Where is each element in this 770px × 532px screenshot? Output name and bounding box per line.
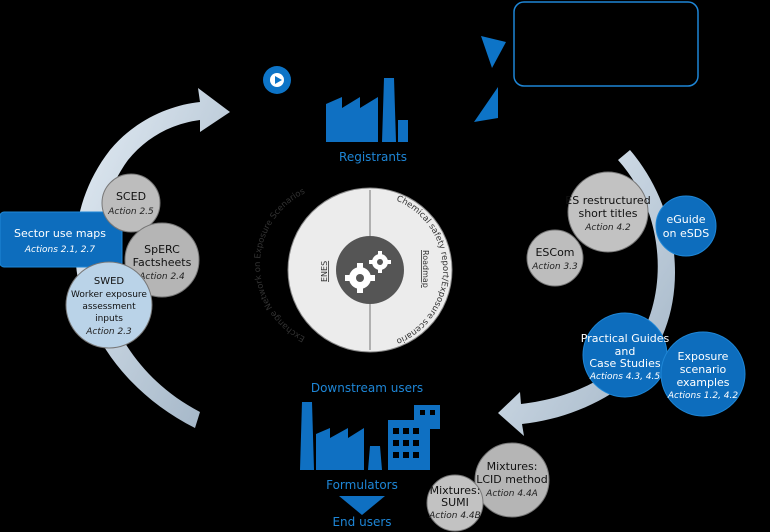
practical-actions: Actions 4.3, 4.5 bbox=[589, 372, 661, 382]
swed-actions: Action 2.3 bbox=[85, 327, 132, 337]
sumi-title2: SUMI bbox=[441, 496, 469, 509]
es-titles-title2: short titles bbox=[578, 207, 637, 220]
down-arrow-icon bbox=[339, 496, 385, 515]
bubble-es-examples: Exposure scenario examples Actions 1.2, … bbox=[660, 331, 746, 417]
es-examples-title2: scenario bbox=[680, 363, 727, 376]
bubble-eguide: eGuide on eSDS bbox=[655, 195, 717, 257]
eguide-title2: on eSDS bbox=[663, 227, 709, 240]
bubble-swed: SWED Worker exposure assessment inputs A… bbox=[65, 261, 153, 349]
practical-title1: Practical Guides bbox=[581, 332, 670, 345]
sector-actions: Actions 2.1, 2.7 bbox=[24, 245, 96, 255]
eguide-title1: eGuide bbox=[666, 213, 705, 226]
practical-title3: Case Studies bbox=[589, 357, 660, 370]
hub: Exchange Network on Exposure Scenarios C… bbox=[253, 186, 453, 353]
pointer-top-icon bbox=[481, 36, 506, 68]
downstream-users-label: Downstream users bbox=[310, 381, 424, 395]
registrants-label: Registrants bbox=[339, 150, 407, 164]
bubble-spercs: SpERC Factsheets Action 2.4 bbox=[124, 222, 200, 298]
office-building-icon bbox=[388, 405, 440, 470]
bubble-sumi: Mixtures: SUMI Action 4.4B bbox=[426, 474, 484, 532]
sector-title: Sector use maps bbox=[14, 227, 106, 240]
es-titles-actions: Action 4.2 bbox=[584, 223, 631, 233]
bubble-practical-guides: Practical Guides and Case Studies Action… bbox=[581, 312, 670, 398]
hub-enes-label: ENES bbox=[320, 261, 329, 282]
sumi-actions: Action 4.4B bbox=[428, 511, 481, 521]
spercs-title1: SpERC bbox=[144, 243, 180, 256]
sumi-title1: Mixtures: bbox=[430, 484, 481, 497]
lcid-actions: Action 4.4A bbox=[485, 489, 538, 499]
play-arrow-logo-icon bbox=[263, 66, 291, 94]
sced-title: SCED bbox=[116, 190, 146, 203]
spercs-actions: Action 2.4 bbox=[138, 272, 185, 282]
lcid-title1: Mixtures: bbox=[487, 460, 538, 473]
bubble-escom: ESCom Action 3.3 bbox=[526, 229, 584, 287]
swed-title1: SWED bbox=[94, 276, 125, 287]
gears-icon bbox=[345, 251, 391, 293]
sector-use-maps-box: Sector use maps Actions 2.1, 2.7 bbox=[0, 211, 123, 268]
swed-title2: Worker exposure bbox=[71, 290, 147, 300]
es-titles-title1: ES restructured bbox=[565, 194, 650, 207]
blank-info-box bbox=[513, 1, 699, 87]
end-users-label: End users bbox=[332, 515, 392, 529]
bubble-es-restructured: ES restructured short titles Action 4.2 bbox=[565, 171, 651, 253]
practical-title2: and bbox=[615, 345, 636, 358]
formulators-label: Formulators bbox=[326, 478, 398, 492]
hub-roadmap-label: Roadmap bbox=[421, 250, 430, 288]
es-examples-title3: examples bbox=[676, 376, 729, 389]
escom-actions: Action 3.3 bbox=[531, 262, 578, 272]
bubble-lcid: Mixtures: LCID method Action 4.4A bbox=[474, 442, 550, 518]
spercs-title2: Factsheets bbox=[133, 256, 192, 269]
bubble-sced: SCED Action 2.5 bbox=[101, 173, 161, 233]
factory-icon bbox=[326, 78, 408, 142]
escom-title: ESCom bbox=[535, 246, 574, 259]
es-examples-actions: Actions 1.2, 4.2 bbox=[667, 391, 739, 401]
factory-icon bbox=[300, 402, 382, 470]
lcid-title2: LCID method bbox=[476, 473, 548, 486]
pointer-bottom-icon bbox=[474, 87, 498, 122]
es-examples-title1: Exposure bbox=[678, 350, 729, 363]
swed-title4: inputs bbox=[95, 314, 123, 324]
sced-actions: Action 2.5 bbox=[107, 207, 154, 217]
swed-title3: assessment bbox=[82, 302, 136, 312]
